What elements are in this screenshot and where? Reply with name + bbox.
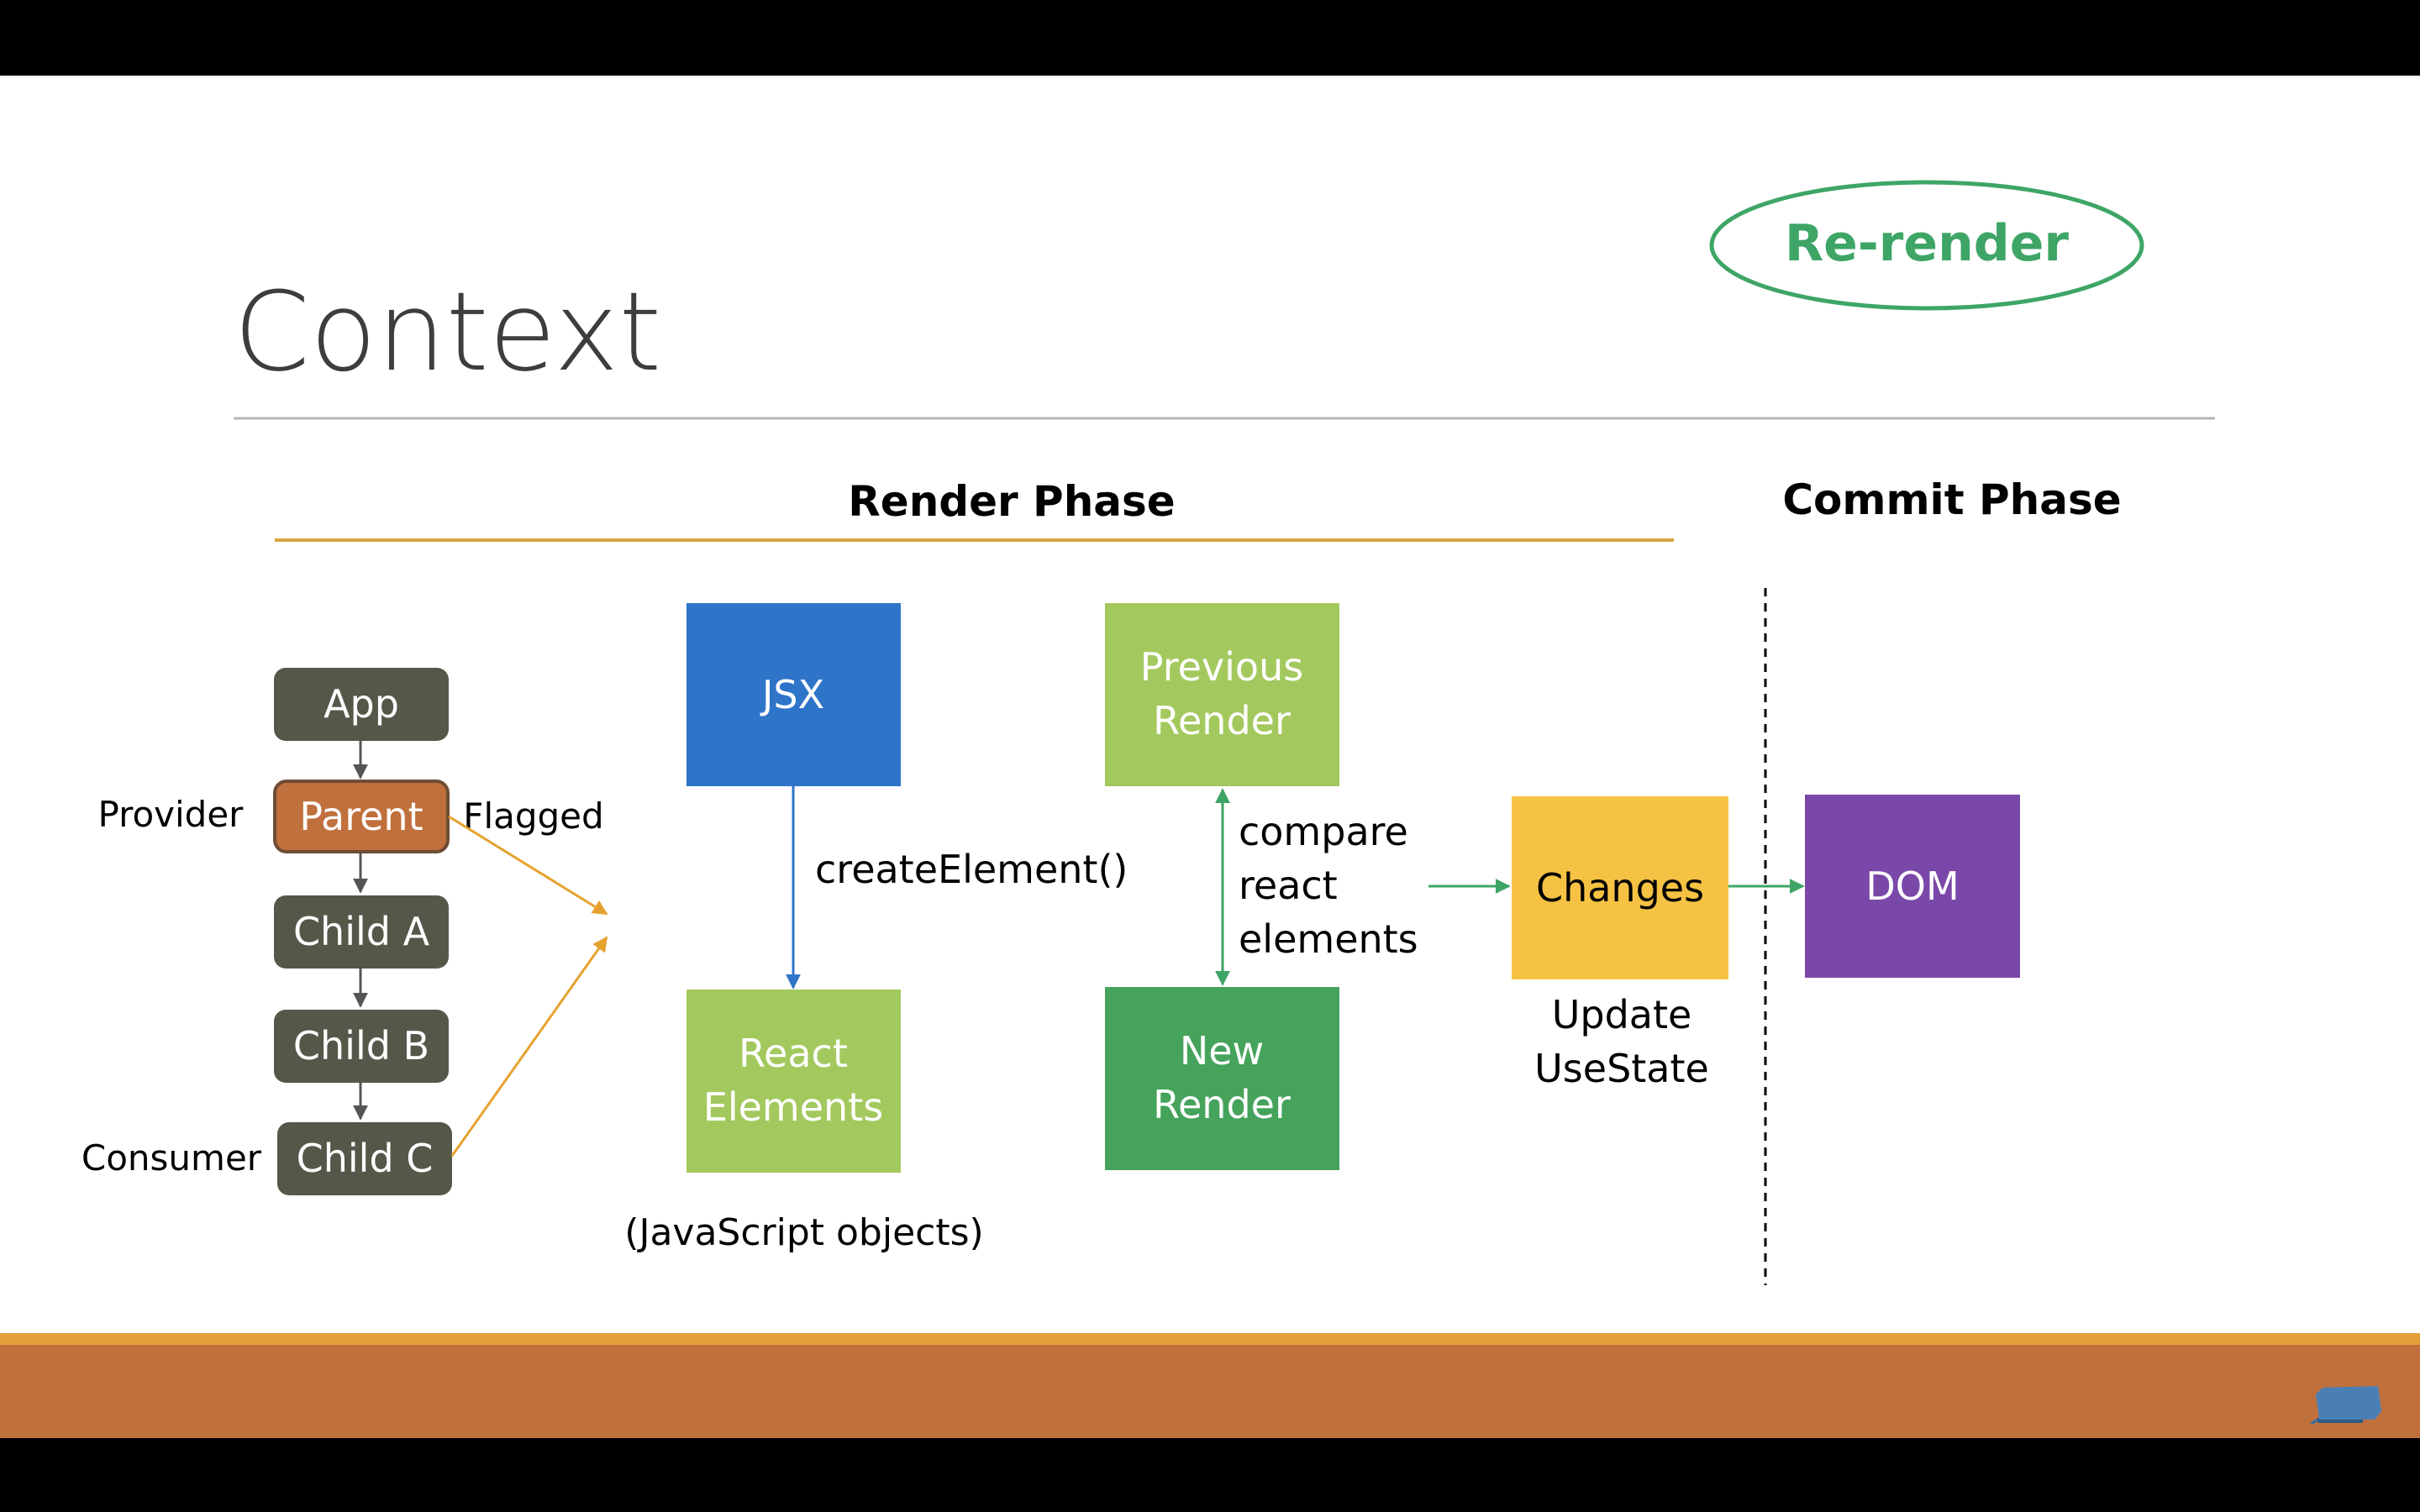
javascript-objects-caption: (JavaScript objects)	[624, 1211, 983, 1254]
slide-title: Context	[234, 268, 661, 396]
commit-phase-heading: Commit Phase	[1782, 475, 2121, 524]
footer-accent-stripe	[0, 1333, 2420, 1345]
jsx-flow: JSX createElement() React Elements (Java…	[624, 603, 1128, 1254]
tree-node-child-a	[274, 895, 449, 969]
new-render-box	[1105, 987, 1339, 1170]
tree-node-child-c	[277, 1122, 452, 1195]
re-render-badge: Re-render	[1709, 180, 2144, 311]
create-element-label: createElement()	[815, 847, 1128, 892]
render-phase-heading: Render Phase	[848, 477, 1175, 526]
flag-arrow-from-parent	[448, 815, 608, 916]
previous-render-label-line2: Render	[1153, 698, 1291, 743]
commit-flow: Changes Update UseState DOM	[1428, 795, 2020, 1091]
tree-node-parent-label: Parent	[299, 794, 423, 839]
compare-label-line2: react	[1239, 863, 1338, 908]
react-elements-box	[687, 990, 901, 1173]
new-render-label-line1: New	[1180, 1028, 1264, 1074]
tree-node-child-b-label: Child B	[293, 1023, 429, 1068]
logo-shadow	[2317, 1418, 2363, 1423]
update-label-line2: UseState	[1534, 1046, 1709, 1091]
badge-outline	[1709, 180, 2144, 311]
compare-label-line1: compare	[1239, 809, 1408, 854]
changes-label: Changes	[1536, 865, 1704, 911]
flagged-label: Flagged	[463, 795, 603, 837]
tree-node-parent	[273, 780, 450, 853]
jsx-label: JSX	[760, 672, 824, 717]
update-label-line1: Update	[1552, 992, 1692, 1037]
subtitles-logo-icon	[2310, 1386, 2381, 1425]
consumer-label: Consumer	[82, 1137, 262, 1179]
changes-box	[1512, 796, 1728, 979]
component-tree: App Parent Child A Child B Child C Provi…	[82, 668, 608, 1195]
jsx-box	[687, 603, 901, 786]
react-elements-label-line2: Elements	[703, 1084, 883, 1130]
react-elements-label-line1: React	[739, 1031, 848, 1076]
previous-render-label-line1: Previous	[1140, 644, 1303, 690]
dom-box	[1805, 795, 2020, 978]
flag-arrow-from-child-c	[450, 936, 608, 1157]
new-render-label-line2: Render	[1153, 1082, 1291, 1127]
tree-node-child-a-label: Child A	[293, 909, 430, 954]
dom-label: DOM	[1865, 864, 1959, 909]
logo-shape	[2316, 1386, 2381, 1420]
provider-label: Provider	[98, 794, 245, 835]
footer-band	[0, 1345, 2420, 1438]
badge-label: Re-render	[1785, 214, 2069, 273]
tree-node-child-b	[274, 1010, 449, 1083]
tree-node-app-label: App	[324, 681, 399, 727]
tree-node-app	[274, 668, 449, 741]
tree-node-child-c-label: Child C	[297, 1136, 434, 1181]
compare-flow: Previous Render compare react elements N…	[1105, 603, 1418, 1170]
compare-label-line3: elements	[1239, 916, 1418, 962]
previous-render-box	[1105, 603, 1339, 786]
